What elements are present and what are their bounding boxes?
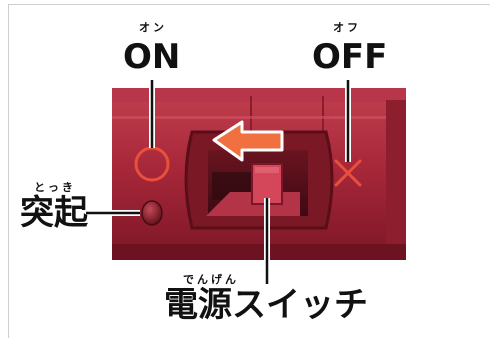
body-top-band bbox=[112, 88, 406, 102]
frame-left-border bbox=[8, 4, 9, 338]
body-right-rail bbox=[386, 100, 406, 250]
body-bottom-shadow bbox=[112, 244, 406, 260]
on-label: ON bbox=[123, 37, 181, 77]
protrusion-knob bbox=[141, 200, 163, 226]
power-switch-ruby: でんげん bbox=[183, 273, 239, 286]
body-ridge bbox=[112, 116, 406, 119]
power-switch-label: 電源スイッチ bbox=[164, 285, 368, 325]
on-ruby: オン bbox=[139, 21, 167, 34]
frame-top-border bbox=[8, 4, 490, 5]
arrow-left-icon bbox=[212, 120, 284, 162]
protrusion-label: 突起 bbox=[20, 193, 88, 233]
knob-highlight bbox=[255, 167, 279, 173]
off-label: OFF bbox=[312, 37, 388, 77]
cross-icon bbox=[334, 159, 362, 187]
off-ruby: オフ bbox=[333, 21, 361, 34]
protrusion-ruby: とっき bbox=[34, 181, 76, 194]
